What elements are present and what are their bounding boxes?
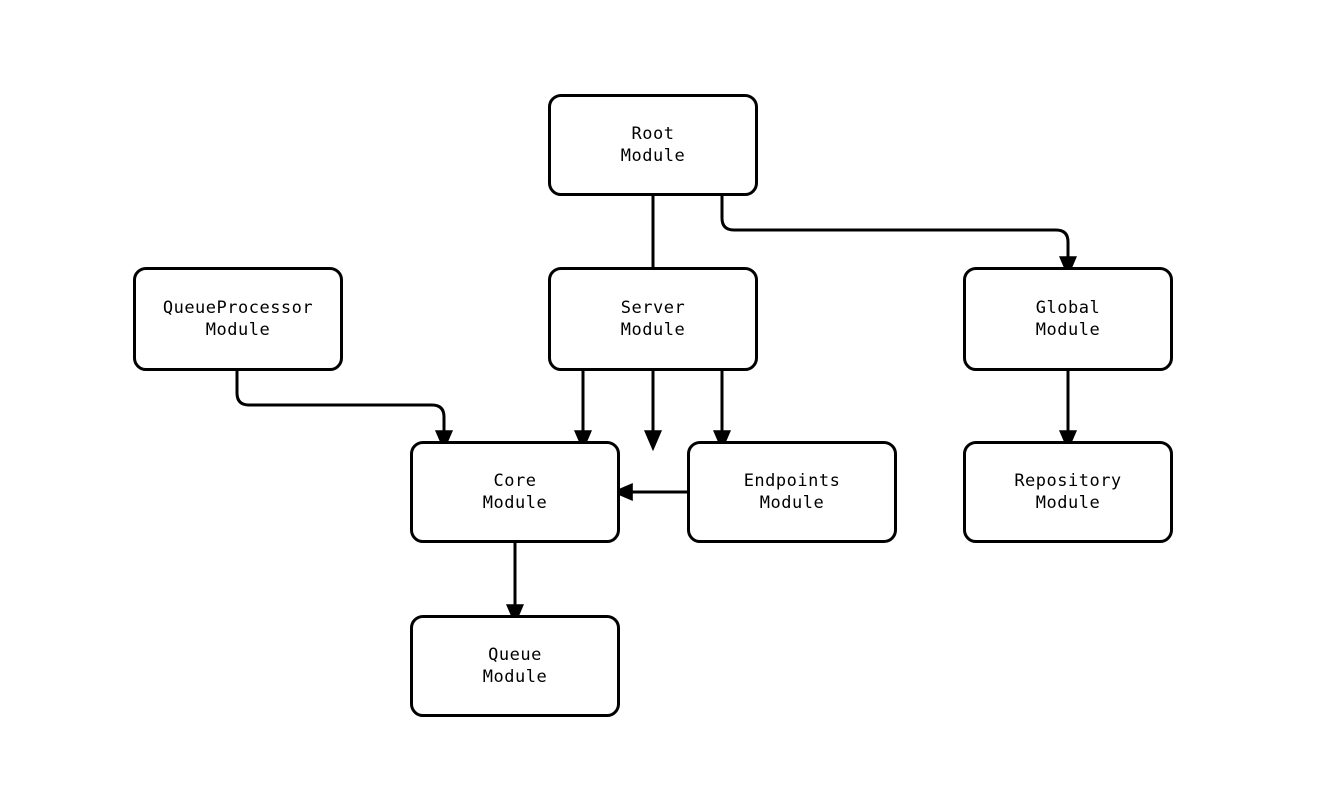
edge-queueprocessor-to-core: [235, 371, 453, 452]
node-core-module[interactable]: Core Module: [410, 441, 620, 543]
node-label-line1: Queue: [488, 645, 542, 665]
node-label-line2: Module: [620, 320, 686, 340]
node-label-line1: Endpoints: [743, 471, 841, 491]
node-server-module[interactable]: Server Module: [548, 267, 758, 371]
node-repository-module[interactable]: Repository Module: [963, 441, 1173, 543]
node-label-line2: Module: [482, 667, 548, 687]
node-queueprocessor-module[interactable]: QueueProcessor Module: [133, 267, 343, 371]
node-label-line2: Module: [205, 320, 271, 340]
node-queue-module[interactable]: Queue Module: [410, 615, 620, 717]
node-root-module[interactable]: Root Module: [548, 94, 758, 196]
node-label-line2: Module: [1035, 320, 1101, 340]
node-label-line1: Global: [1035, 298, 1101, 318]
node-label-line1: Root: [631, 124, 675, 144]
node-label-line2: Module: [482, 493, 548, 513]
edge-root-to-global: [720, 196, 1077, 278]
node-label-line2: Module: [1035, 493, 1101, 513]
node-label-line1: Repository: [1014, 471, 1122, 491]
node-label-line2: Module: [759, 493, 825, 513]
node-label-line1: QueueProcessor: [162, 298, 314, 318]
node-global-module[interactable]: Global Module: [963, 267, 1173, 371]
node-endpoints-module[interactable]: Endpoints Module: [687, 441, 897, 543]
node-label-line2: Module: [620, 146, 686, 166]
node-label-line1: Server: [620, 298, 686, 318]
node-label-line1: Core: [493, 471, 537, 491]
